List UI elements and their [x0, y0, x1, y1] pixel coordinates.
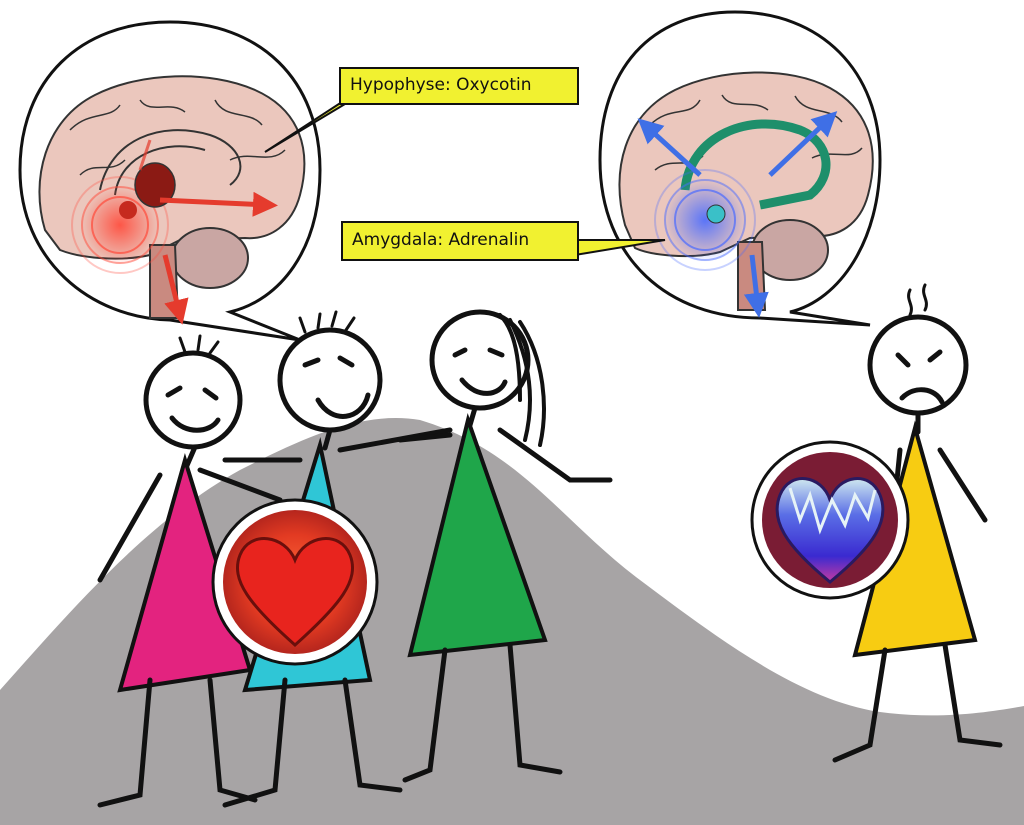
- left-thought-bubble: [18, 20, 322, 342]
- amygdala: [706, 204, 726, 224]
- head: [867, 314, 969, 416]
- cerebellum: [171, 227, 249, 289]
- oxytocin-label-box: [339, 67, 579, 105]
- adrenaline-callout: [341, 221, 666, 261]
- happy-friend-green: [397, 309, 613, 783]
- right-thought-bubble: [598, 10, 882, 327]
- oxytocin-label: Hypophyse: Oxycotin: [350, 75, 532, 95]
- dress: [407, 412, 548, 658]
- oxytocin-callout: [264, 67, 579, 153]
- warm-heart-badge: [211, 498, 379, 666]
- brain-diagram-stressed: [618, 71, 874, 318]
- fornix-ring: [680, 119, 831, 210]
- heart-icon: [235, 537, 355, 648]
- adrenaline-label-box: [341, 221, 579, 261]
- brain-diagram-happy: [38, 75, 306, 325]
- cold-heart-badge: [750, 440, 910, 600]
- sad-person-yellow: [832, 283, 1003, 763]
- frozen-heart-icon: [775, 477, 885, 584]
- hypophysis: [134, 162, 176, 208]
- head: [143, 350, 243, 450]
- adrenaline-label: Amygdala: Adrenalin: [352, 230, 530, 250]
- happy-friend-pink: [97, 334, 283, 808]
